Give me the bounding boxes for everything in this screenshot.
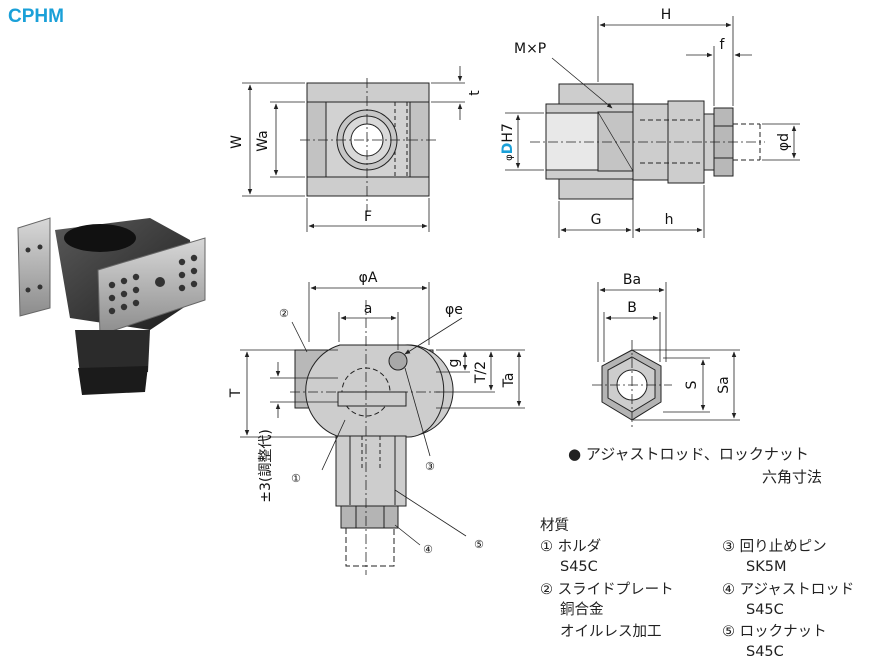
dim-adjust: ±3(調整代) <box>258 429 274 503</box>
dim-Ta: Ta <box>501 373 517 389</box>
dim-Wa: Wa <box>255 130 271 152</box>
callout-2: ② <box>279 307 289 320</box>
hex-view-dimensions <box>597 282 740 421</box>
dim-H: H <box>661 7 672 23</box>
material-4-value: S45C <box>746 602 784 618</box>
hex-view <box>592 340 672 430</box>
dim-phi-D-H7: φDH7 <box>500 123 516 161</box>
material-2-value: 銅合金 <box>560 602 604 618</box>
cphm-product-photo <box>17 217 206 395</box>
top-view <box>300 78 437 212</box>
dim-S: S <box>684 380 700 389</box>
dim-g: g <box>446 359 462 368</box>
dim-W: W <box>229 135 245 149</box>
material-1-label: ① ホルダ <box>540 539 602 555</box>
dim-Sa: Sa <box>716 376 732 393</box>
dim-B: B <box>627 300 637 316</box>
dim-G: G <box>591 212 602 228</box>
dim-M-P: M×P <box>514 41 546 57</box>
material-3-value: SK5M <box>746 559 787 575</box>
callout-1: ① <box>291 472 301 485</box>
front-section-view <box>530 83 765 200</box>
dim-T-half: T/2 <box>473 361 489 384</box>
material-2-extra: オイルレス加工 <box>560 624 662 640</box>
dim-phi-e: φe <box>445 302 463 318</box>
callout-5: ⑤ <box>474 538 484 551</box>
side-view-dimensions <box>240 282 525 546</box>
model-title: CPHM <box>8 6 64 27</box>
material-4-label: ④ アジャストロッド <box>722 582 855 598</box>
material-2-label: ② スライドプレート <box>540 582 674 598</box>
front-section-dimensions <box>505 16 800 238</box>
dim-T: T <box>228 388 244 398</box>
material-3-label: ③ 回り止めピン <box>722 539 827 555</box>
top-view-dimensions <box>242 66 465 232</box>
side-view <box>290 300 454 575</box>
materials-title: 材質 <box>540 518 569 534</box>
dim-h: h <box>665 212 674 228</box>
callout-3: ③ <box>425 460 435 473</box>
dim-t: t <box>467 90 483 96</box>
callout-4: ④ <box>423 543 433 556</box>
material-1-value: S45C <box>560 559 598 575</box>
dim-phi-d: φd <box>776 133 792 151</box>
dim-phi-A: φA <box>359 270 378 286</box>
hex-note-line1: ● アジャストロッド、ロックナット <box>568 445 809 463</box>
dim-f: f <box>720 37 726 53</box>
dim-F: F <box>364 209 372 225</box>
material-5-value: S45C <box>746 644 784 660</box>
material-5-label: ⑤ ロックナット <box>722 624 827 640</box>
dim-Ba: Ba <box>623 272 641 288</box>
hex-note-line2: 六角寸法 <box>762 468 823 486</box>
dim-a: a <box>364 301 373 317</box>
